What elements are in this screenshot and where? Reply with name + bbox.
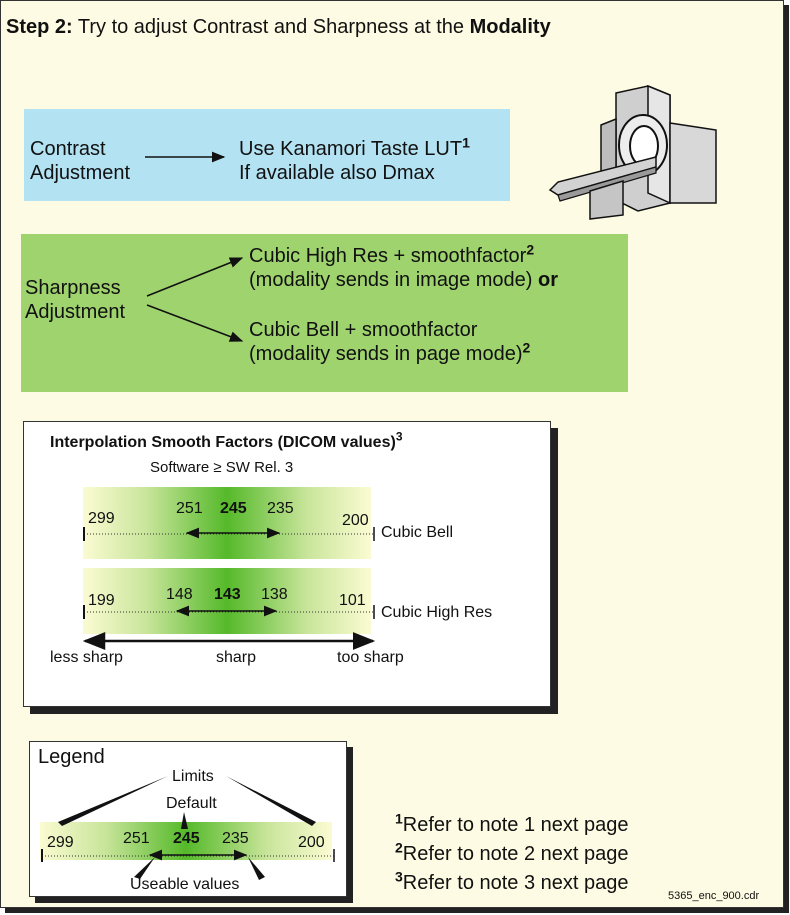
legend-scale	[41, 849, 335, 862]
legend-useable-pointers	[134, 857, 265, 880]
legend-limits-label: Limits	[172, 768, 214, 785]
cubic-high-res-gradient-bar	[83, 568, 371, 634]
axis-label-too-sharp: too sharp	[337, 649, 404, 666]
cubic-high-res-max: 101	[339, 592, 366, 609]
footnote-3: 3Refer to note 3 next page	[395, 868, 629, 894]
cubic-high-res-scale	[83, 605, 375, 619]
cubic-high-res-default: 143	[214, 586, 241, 603]
contrast-result: Use Kanamori Taste LUT1 If available als…	[239, 134, 470, 184]
footnote-1: 1Refer to note 1 next page	[395, 810, 629, 836]
legend-useable-label: Useable values	[130, 876, 240, 893]
interpolation-title: Interpolation Smooth Factors (DICOM valu…	[50, 429, 403, 451]
sharpness-arrows	[146, 257, 244, 342]
interpolation-panel	[23, 421, 551, 707]
footnote-2: 2Refer to note 2 next page	[395, 839, 629, 865]
cubic-bell-gradient-bar	[83, 487, 371, 559]
axis-label-less-sharp: less sharp	[50, 649, 123, 666]
cubic-bell-low: 251	[176, 500, 203, 517]
contrast-label: Contrast Adjustment	[30, 138, 131, 184]
sharpness-label: Sharpness Adjustment	[25, 277, 126, 323]
cubic-bell-min: 299	[88, 510, 115, 527]
cubic-bell-max: 200	[342, 512, 369, 529]
contrast-adjustment-box	[24, 109, 510, 201]
interpolation-subtitle: Software ≥ SW Rel. 3	[150, 459, 294, 476]
cubic-high-res-label: Cubic High Res	[381, 604, 493, 621]
sharpness-adjustment-box	[21, 234, 628, 392]
cubic-bell-scale	[83, 527, 375, 541]
legend-min: 299	[47, 834, 74, 851]
legend-panel	[29, 741, 347, 897]
legend-title: Legend	[38, 746, 105, 768]
ct-scanner-icon	[548, 85, 717, 220]
page-title: Step 2: Try to adjust Contrast and Sharp…	[6, 16, 551, 38]
legend-default-pointer	[181, 812, 188, 829]
cubic-high-res-high: 138	[261, 586, 288, 603]
legend-high: 235	[222, 830, 249, 847]
legend-default: 245	[173, 830, 200, 847]
axis-label-sharp: sharp	[216, 649, 257, 666]
legend-limit-pointers	[58, 776, 316, 826]
cubic-bell-high: 235	[267, 500, 294, 517]
legend-low: 251	[123, 830, 150, 847]
legend-max: 200	[298, 834, 325, 851]
cubic-bell-label: Cubic Bell	[381, 524, 454, 541]
cubic-bell-default: 245	[220, 500, 247, 517]
sharpness-option-cubic-bell: Cubic Bell + smoothfactor (modality send…	[249, 319, 531, 365]
file-reference: 5365_enc_900.cdr	[668, 890, 760, 902]
legend-default-label: Default	[166, 795, 217, 812]
cubic-high-res-low: 148	[166, 586, 193, 603]
sharpness-option-cubic-high-res: Cubic High Res + smoothfactor2 (modality…	[249, 241, 559, 291]
cubic-high-res-min: 199	[88, 592, 115, 609]
